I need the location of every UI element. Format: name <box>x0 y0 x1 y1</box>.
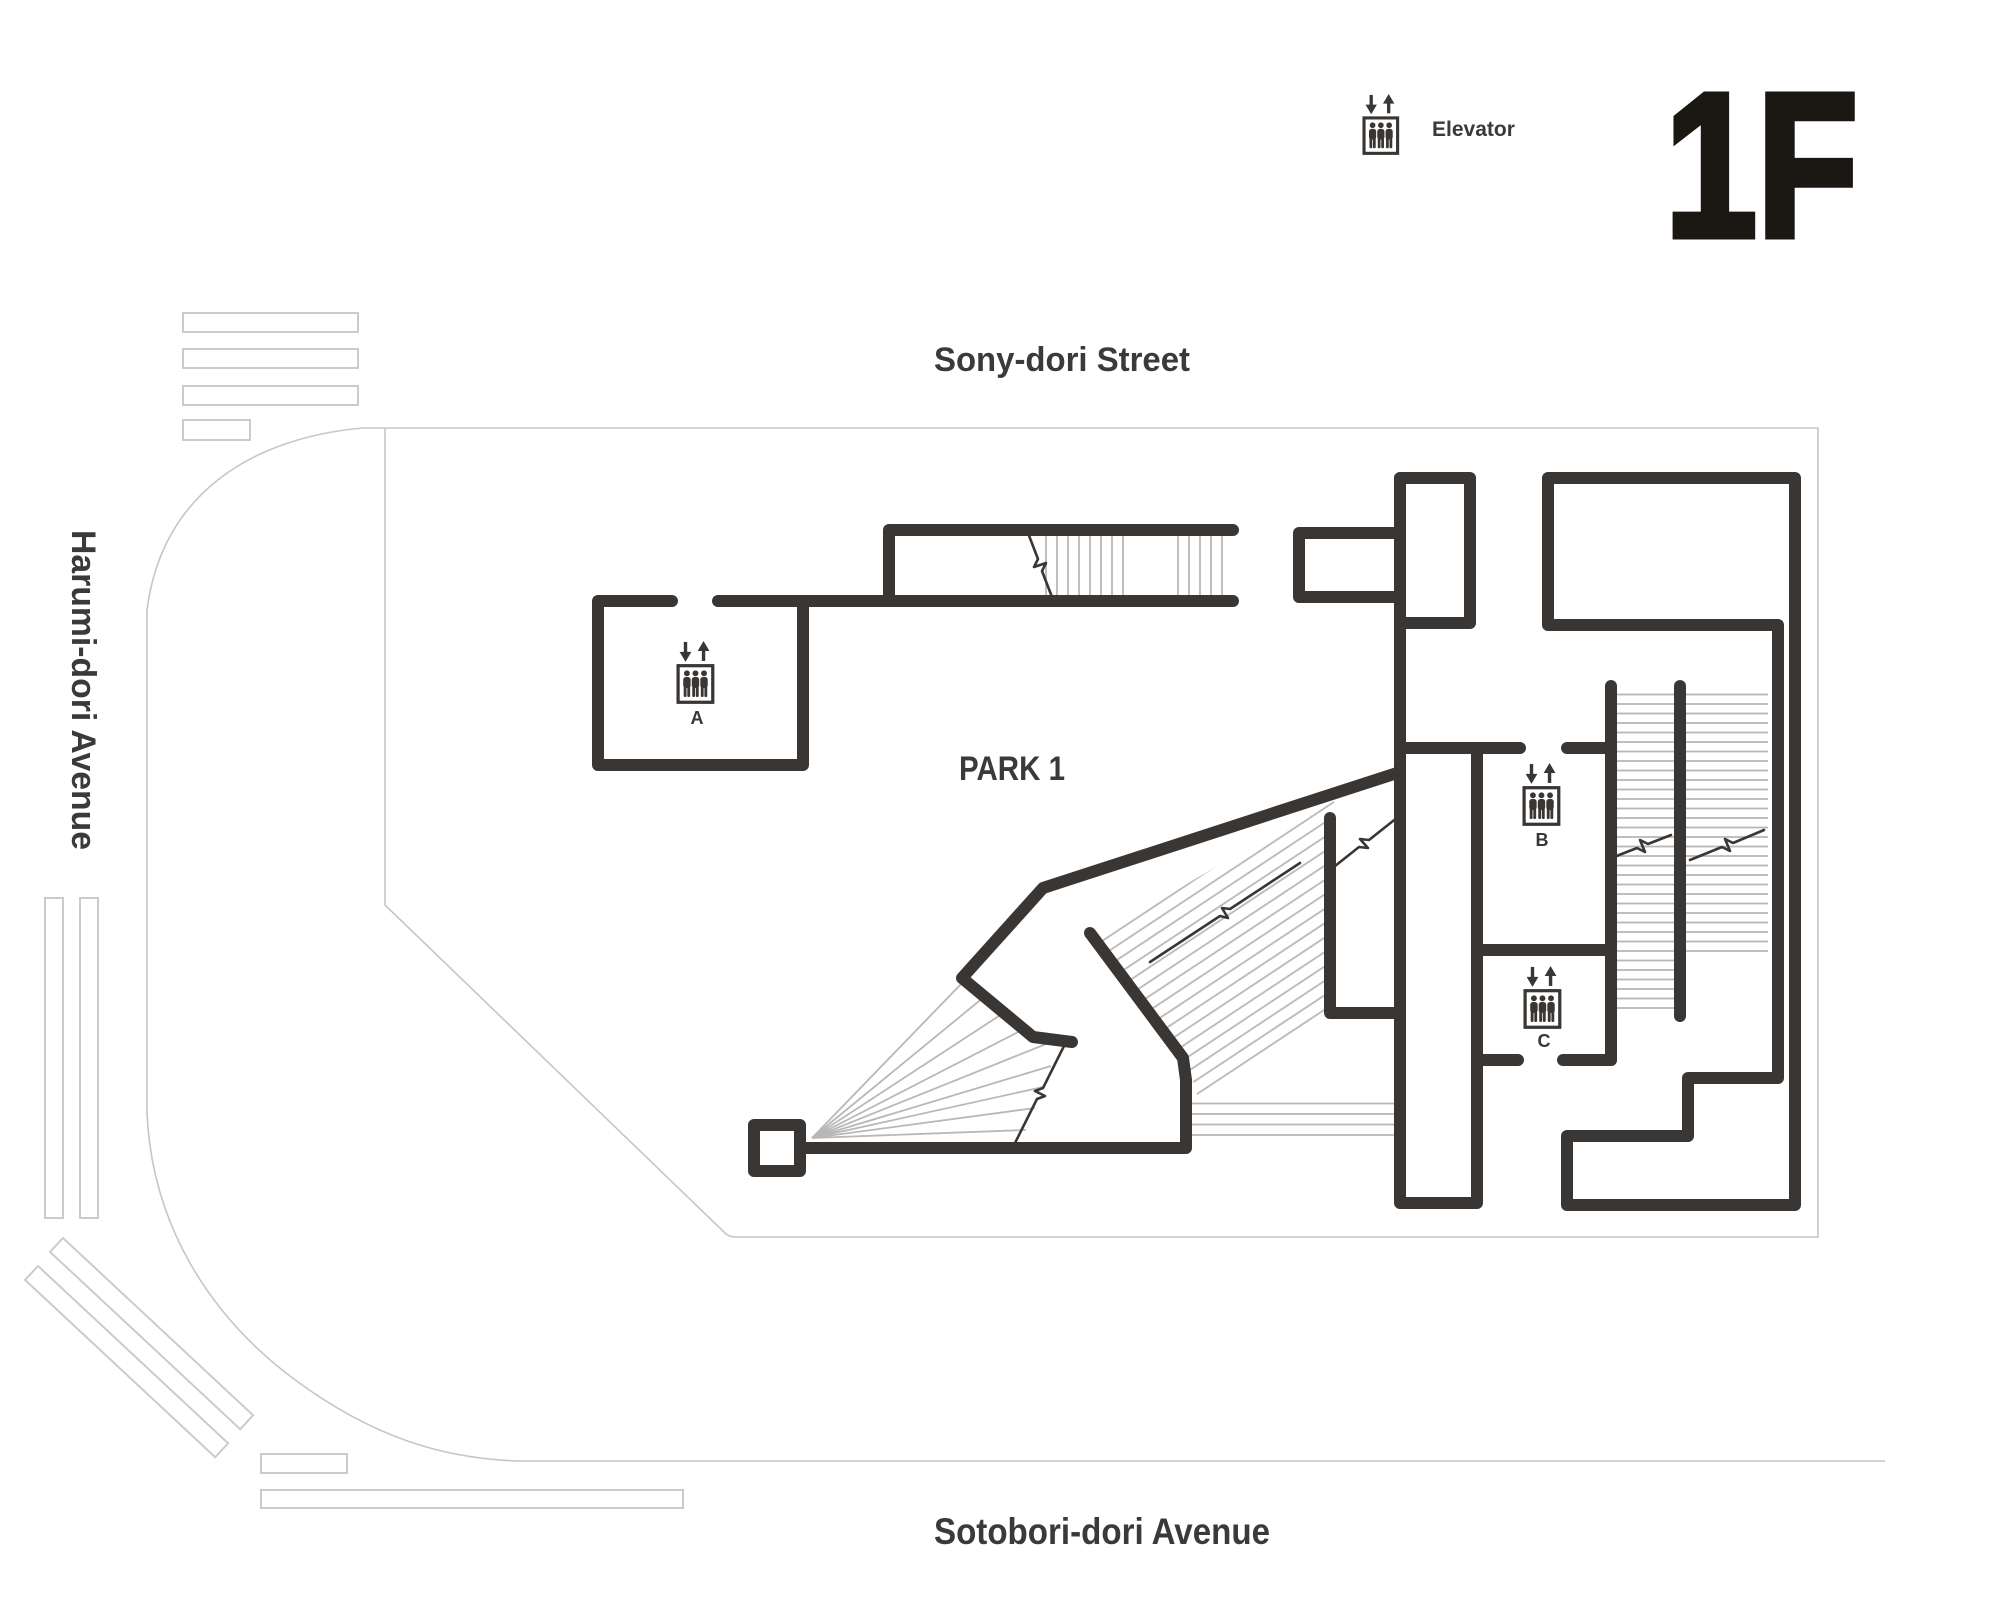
treads-grand-stair <box>1094 798 1334 1098</box>
street-curb-curve <box>146 427 1885 1462</box>
building-walls <box>592 472 1801 1211</box>
break-top-corridor <box>1026 531 1054 599</box>
street-label-left: Harumi-dori Avenue <box>64 530 102 850</box>
wall-grand-stair-edge <box>1324 812 1406 1019</box>
wall-kiosk-square <box>748 1119 806 1177</box>
legend-elevator-label: Elevator <box>1432 118 1515 141</box>
wall-small-box <box>1293 527 1406 603</box>
stair-break-lines <box>1011 531 1766 1149</box>
wall-right-structure <box>1542 472 1801 1211</box>
plot-outline <box>363 427 1819 1238</box>
break-fan-stair <box>1011 1038 1069 1149</box>
wall-park-diagonal-lower <box>800 927 1192 1154</box>
crosswalk-left <box>44 897 99 1219</box>
plot-boundary <box>146 427 1885 1462</box>
elevator-icon <box>1524 763 1559 824</box>
crosswalk-top-left <box>182 312 359 441</box>
elevator-b-label: B <box>1536 830 1549 850</box>
break-grand-stair-lower <box>1148 861 1302 964</box>
elevator-icon <box>678 641 713 702</box>
crosswalk-stripes <box>23 312 684 1509</box>
break-shaft-left <box>1612 833 1673 859</box>
wall-park-diagonal-upper <box>956 766 1406 1048</box>
treads-top-corridor-left <box>1039 534 1128 596</box>
elevator-a-label: A <box>691 708 704 728</box>
plot-left-edge <box>384 428 737 1238</box>
break-grand-stair-upper <box>1328 815 1400 872</box>
elevator-icon <box>1364 94 1398 153</box>
crosswalk-bottom <box>260 1453 684 1509</box>
park-area-label: PARK 1 <box>959 750 1065 788</box>
treads-shaft-right-column <box>1686 692 1768 952</box>
stair-treads <box>811 534 1768 1143</box>
floor-number-label: 1F <box>1665 51 1858 280</box>
treads-lower-corridor <box>1192 1100 1395 1143</box>
wall-top-corridor <box>883 524 1239 602</box>
street-label-top: Sony-dori Street <box>934 341 1190 379</box>
wall-center-vertical <box>1394 472 1481 1209</box>
break-shaft-right <box>1688 828 1766 862</box>
elevator-icon <box>1525 966 1560 1027</box>
treads-top-corridor-right <box>1170 534 1227 596</box>
crosswalk-diagonal <box>23 1236 255 1459</box>
treads-fan-stair <box>811 981 1052 1139</box>
wall-shaft-room <box>1394 472 1476 629</box>
wall-room-a <box>592 595 809 771</box>
street-label-bottom: Sotobori-dori Avenue <box>934 1511 1270 1552</box>
elevator-c-label: C <box>1538 1031 1551 1051</box>
